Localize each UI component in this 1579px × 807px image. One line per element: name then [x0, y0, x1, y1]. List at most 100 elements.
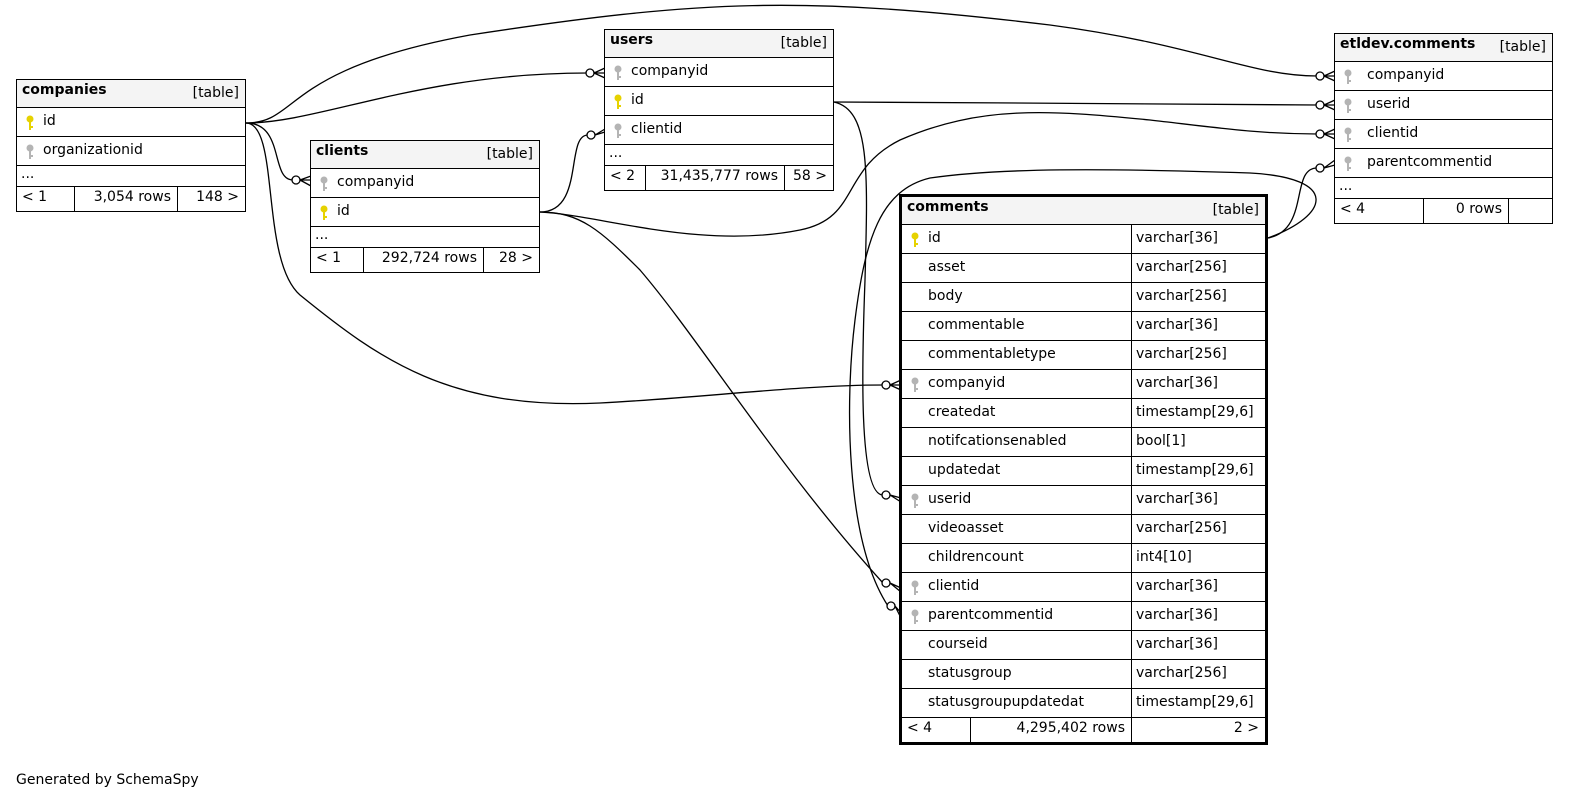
column-row[interactable]: id — [605, 87, 833, 116]
children-count[interactable]: 58 > — [784, 166, 833, 190]
children-count[interactable] — [1508, 199, 1552, 223]
column-row[interactable]: userid varchar[36] — [902, 486, 1265, 515]
column-row[interactable]: companyid varchar[36] — [902, 370, 1265, 399]
column-row[interactable]: clientid varchar[36] — [902, 573, 1265, 602]
table-header: users [table] — [605, 30, 833, 58]
column-row[interactable]: updatedat timestamp[29,6] — [902, 457, 1265, 486]
column-datatype: varchar[256] — [1131, 515, 1227, 543]
table-header: comments [table] — [902, 197, 1265, 225]
edge-companies-users — [245, 72, 588, 124]
column-name: asset — [928, 259, 966, 275]
column-datatype: varchar[256] — [1131, 341, 1227, 369]
row-count: 3,054 rows — [74, 187, 177, 211]
column-name: notifcationsenabled — [928, 433, 1067, 449]
row-count: 0 rows — [1423, 199, 1508, 223]
generated-by-footer[interactable]: Generated by SchemaSpy — [16, 772, 199, 788]
column-row[interactable]: id varchar[36] — [902, 225, 1265, 254]
column-datatype: varchar[36] — [1131, 225, 1218, 253]
column-name: id — [337, 203, 350, 219]
column-row[interactable]: parentcommentid — [1335, 149, 1552, 178]
column-row[interactable]: childrencount int4[10] — [902, 544, 1265, 573]
row-count: 292,724 rows — [363, 248, 483, 272]
foreign-key-icon — [614, 123, 622, 138]
column-row[interactable]: companyid — [311, 169, 539, 198]
column-datatype: varchar[256] — [1131, 254, 1227, 282]
primary-key-icon — [911, 232, 919, 247]
column-row[interactable]: companyid — [605, 58, 833, 87]
column-row[interactable]: statusgroupupdatedat timestamp[29,6] — [902, 689, 1265, 718]
foreign-key-icon — [26, 144, 34, 159]
parents-count[interactable]: < 4 — [907, 720, 933, 736]
table-companies[interactable]: companies [table] id organizationid ... … — [16, 79, 246, 212]
children-count[interactable]: 28 > — [483, 248, 539, 272]
column-row[interactable]: organizationid — [17, 137, 245, 166]
children-count[interactable]: 148 > — [177, 187, 245, 211]
table-footer: < 4 0 rows — [1335, 199, 1552, 223]
column-row[interactable]: id — [17, 108, 245, 137]
table-users[interactable]: users [table] companyid id clientid ... … — [604, 29, 834, 191]
table-type: [table] — [1499, 39, 1546, 55]
edge-users-comments — [833, 101, 884, 496]
column-name: childrencount — [928, 549, 1024, 565]
column-name: parentcommentid — [1367, 154, 1493, 170]
parents-count[interactable]: < 1 — [22, 189, 48, 205]
foreign-key-icon — [911, 493, 919, 508]
column-name: clientid — [1367, 125, 1419, 141]
column-name: updatedat — [928, 462, 1001, 478]
parents-count[interactable]: < 2 — [610, 168, 636, 184]
column-row[interactable]: commentabletype varchar[256] — [902, 341, 1265, 370]
table-name: comments — [907, 199, 989, 215]
foreign-key-icon — [320, 176, 328, 191]
foreign-key-icon — [911, 377, 919, 392]
column-row[interactable]: asset varchar[256] — [902, 254, 1265, 283]
column-row[interactable]: videoasset varchar[256] — [902, 515, 1265, 544]
more-columns[interactable]: ... — [17, 166, 245, 187]
column-datatype: varchar[36] — [1131, 602, 1218, 630]
column-row[interactable]: companyid — [1335, 62, 1552, 91]
table-name: companies — [22, 82, 107, 98]
foreign-key-icon — [911, 580, 919, 595]
table-footer: < 1 292,724 rows 28 > — [311, 248, 539, 272]
children-count[interactable]: 2 > — [1131, 718, 1265, 742]
table-header: companies [table] — [17, 80, 245, 108]
column-row[interactable]: commentable varchar[36] — [902, 312, 1265, 341]
table-name: clients — [316, 143, 369, 159]
edge-comments-etldev-comments — [1267, 167, 1318, 239]
column-datatype: varchar[36] — [1131, 312, 1218, 340]
column-row[interactable]: parentcommentid varchar[36] — [902, 602, 1265, 631]
column-name: id — [631, 92, 644, 108]
column-datatype: timestamp[29,6] — [1131, 689, 1254, 717]
column-row[interactable]: courseid varchar[36] — [902, 631, 1265, 660]
more-columns[interactable]: ... — [311, 227, 539, 248]
more-columns[interactable]: ... — [605, 145, 833, 166]
more-columns[interactable]: ... — [1335, 178, 1552, 199]
column-row[interactable]: body varchar[256] — [902, 283, 1265, 312]
column-row[interactable]: clientid — [1335, 120, 1552, 149]
parents-count[interactable]: < 4 — [1340, 201, 1366, 217]
parents-count[interactable]: < 1 — [316, 250, 342, 266]
column-row[interactable]: createdat timestamp[29,6] — [902, 399, 1265, 428]
column-name: createdat — [928, 404, 996, 420]
column-row[interactable]: statusgroup varchar[256] — [902, 660, 1265, 689]
primary-key-icon — [26, 115, 34, 130]
column-row[interactable]: clientid — [605, 116, 833, 145]
column-row[interactable]: id — [311, 198, 539, 227]
table-clients[interactable]: clients [table] companyid id ... < 1 292… — [310, 140, 540, 273]
column-row[interactable]: userid — [1335, 91, 1552, 120]
column-name: videoasset — [928, 520, 1004, 536]
column-datatype: varchar[36] — [1131, 573, 1218, 601]
column-datatype: timestamp[29,6] — [1131, 399, 1254, 427]
table-header: etldev.comments [table] — [1335, 34, 1552, 62]
column-name: id — [928, 230, 941, 246]
column-datatype: varchar[36] — [1131, 486, 1218, 514]
table-header: clients [table] — [311, 141, 539, 169]
table-footer: < 4 4,295,402 rows 2 > — [902, 718, 1265, 742]
foreign-key-icon — [1344, 69, 1352, 84]
column-row[interactable]: notifcationsenabled bool[1] — [902, 428, 1265, 457]
column-name: parentcommentid — [928, 607, 1054, 623]
table-comments[interactable]: comments [table] id varchar[36] asset va… — [899, 194, 1268, 745]
foreign-key-icon — [1344, 156, 1352, 171]
table-etldev-comments[interactable]: etldev.comments [table] companyid userid… — [1334, 33, 1553, 224]
column-datatype: varchar[256] — [1131, 283, 1227, 311]
table-type: [table] — [780, 35, 827, 51]
